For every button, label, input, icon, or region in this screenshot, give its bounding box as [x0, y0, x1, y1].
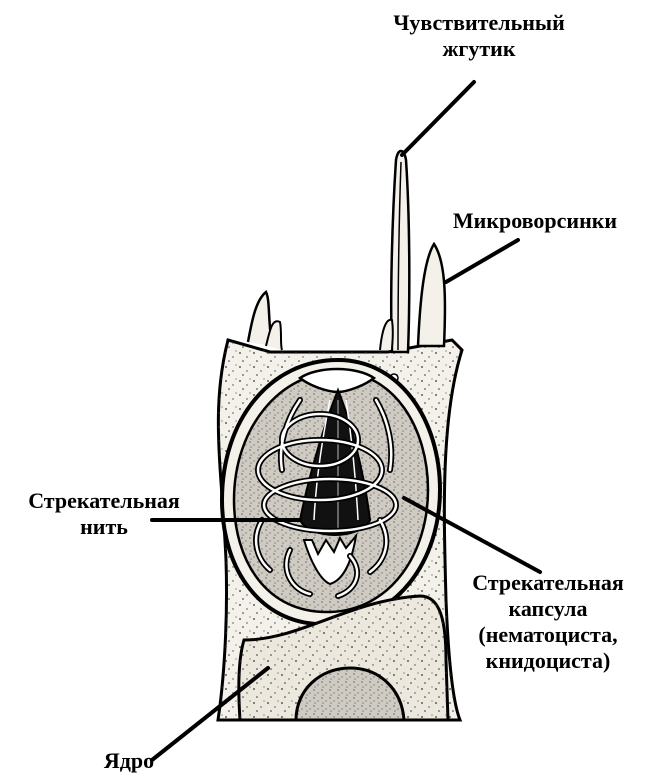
label-capsule-line4: книдоциста) — [450, 648, 646, 674]
label-capsule-line2: капсула — [450, 596, 646, 622]
label-flagellum-line2: жгутик — [364, 36, 594, 62]
label-thread-line1: Стрекательная — [4, 488, 204, 514]
leader-microvilli — [446, 240, 518, 282]
label-flagellum-line1: Чувствительный — [364, 10, 594, 36]
label-nucleus: Ядро — [84, 748, 174, 774]
label-capsule-line1: Стрекательная — [450, 570, 646, 596]
label-flagellum: Чувствительный жгутик — [364, 10, 594, 62]
label-thread-line2: нить — [4, 514, 204, 540]
label-thread: Стрекательная нить — [4, 488, 204, 540]
label-microvilli: Микроворсинки — [430, 208, 640, 234]
right-microvillus — [418, 244, 445, 346]
label-capsule: Стрекательная капсула (нематоциста, книд… — [450, 570, 646, 674]
label-capsule-line3: (нематоциста, — [450, 622, 646, 648]
label-microvilli-line1: Микроворсинки — [430, 208, 640, 234]
label-nucleus-line1: Ядро — [84, 748, 174, 774]
leader-flagellum — [402, 82, 474, 155]
